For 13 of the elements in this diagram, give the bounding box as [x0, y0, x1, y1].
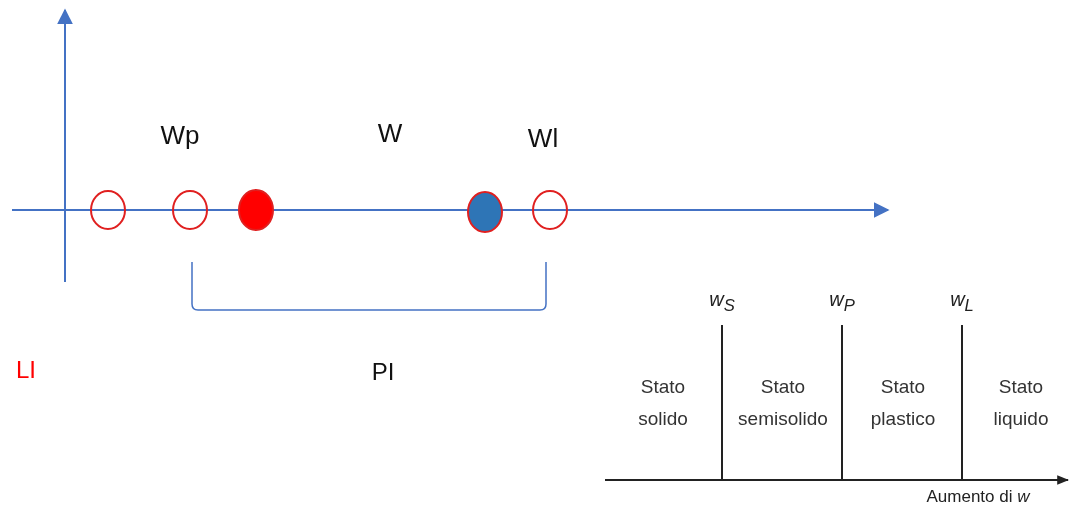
state-label: Stato semisolido: [737, 374, 829, 431]
limit-label: w$_{S}$: [709, 288, 735, 316]
axis-label: Aumento di w: [926, 487, 1030, 507]
state-label: Stato plastico: [869, 374, 937, 431]
limit-label: w$_{P}$: [829, 288, 855, 316]
index-label: LI: [16, 356, 36, 384]
limit-label: W: [377, 117, 403, 149]
state-label: Stato solido: [637, 374, 689, 431]
state-label: Stato liquido: [992, 374, 1050, 431]
limit-label: Wp: [160, 119, 200, 151]
limit-label: w$_{L}$: [950, 288, 974, 316]
limit-label: Wl: [527, 122, 559, 154]
index-label: PI: [371, 358, 395, 386]
